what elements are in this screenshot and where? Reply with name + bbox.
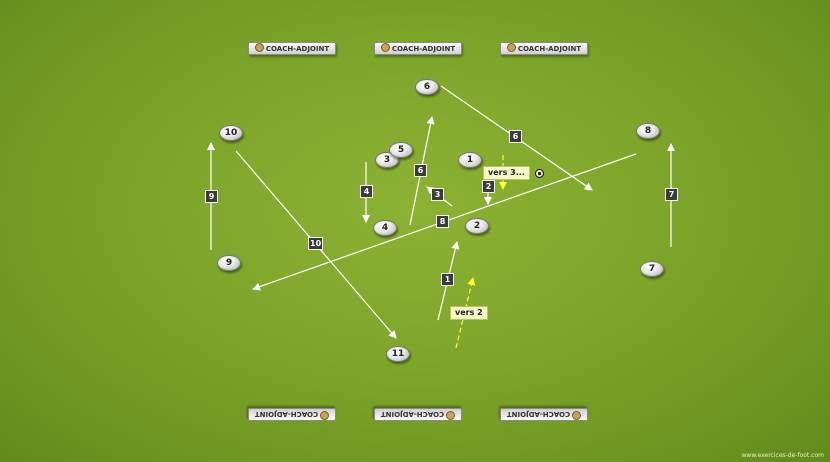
coach-logo-icon [380,43,390,52]
player-9[interactable]: 9 [217,255,241,271]
coach-logo-icon [446,411,456,420]
coach-adjoint-board-bottom-1: COACH-ADJOINT [248,408,336,421]
coach-adjoint-board-top-1: COACH-ADJOINT [248,42,336,55]
sequence-label-8: 8 [436,215,449,228]
sequence-label-6-diagonal: 6 [509,130,522,143]
coach-logo-icon [320,411,330,420]
player-5[interactable]: 5 [389,142,413,158]
player-4[interactable]: 4 [373,220,397,236]
coach-adjoint-board-bottom-3: COACH-ADJOINT [500,408,588,421]
sequence-label-3: 3 [431,188,444,201]
watermark: www.exercices-de-foot.com [741,452,825,459]
sequence-label-4: 4 [360,185,373,198]
note-vers-3: vers 3... [483,166,530,180]
coach-adjoint-board-top-3: COACH-ADJOINT [500,42,588,55]
sequence-label-7: 7 [665,188,678,201]
sequence-label-1: 1 [441,273,454,286]
player-11[interactable]: 11 [386,346,410,362]
player-1[interactable]: 1 [458,152,482,168]
note-vers-2: vers 2 [450,306,488,320]
coach-logo-icon [254,43,264,52]
player-6[interactable]: 6 [415,79,439,95]
player-7[interactable]: 7 [640,261,664,277]
player-2[interactable]: 2 [465,218,489,234]
player-8[interactable]: 8 [636,123,660,139]
sequence-label-9: 9 [205,190,218,203]
coach-adjoint-board-top-2: COACH-ADJOINT [374,42,462,55]
coach-adjoint-board-bottom-2: COACH-ADJOINT [374,408,462,421]
coach-logo-icon [506,43,516,52]
sequence-label-10: 10 [308,237,324,250]
ball-icon [535,169,544,178]
sequence-label-6-vertical: 6 [414,164,427,177]
sequence-label-2: 2 [482,180,495,193]
player-10[interactable]: 10 [219,125,243,141]
coach-logo-icon [572,411,582,420]
